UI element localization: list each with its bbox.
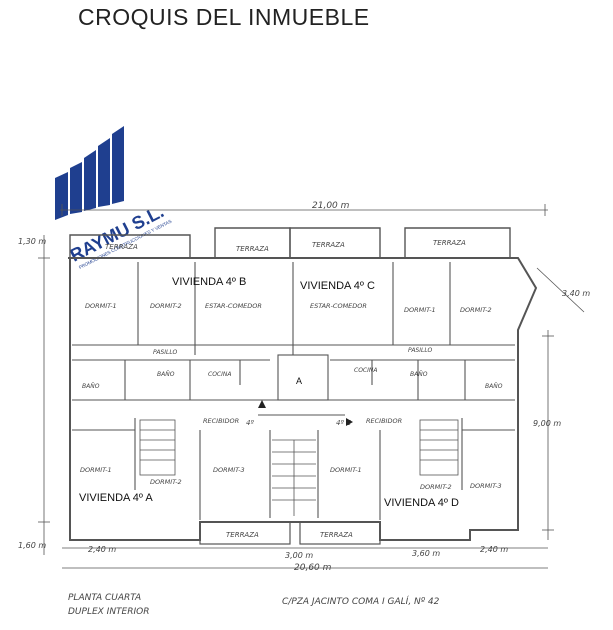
room-estar-c: ESTAR-COMEDOR [310, 302, 367, 310]
room-dormit2-c: DORMIT-2 [460, 306, 492, 314]
recibidor-c: RECIBIDOR [366, 417, 402, 425]
dim-diag: 3,40 m [562, 289, 590, 298]
note-planta: PLANTA CUARTA [68, 593, 141, 603]
bano-c-2: BAÑO [485, 383, 503, 390]
recibidor-b: RECIBIDOR [203, 417, 239, 425]
terraza-label-5: TERRAZA [226, 531, 259, 539]
unit-label-4b: VIVIENDA 4º B [172, 276, 246, 288]
room-dormit2-d: DORMIT-2 [420, 483, 452, 491]
dim-bottom-right: 2,40 m [480, 545, 508, 554]
room-dormit2-a: DORMIT-2 [150, 478, 182, 486]
pasillo-b: PASILLO [153, 349, 178, 356]
terraza-label-3: TERRAZA [312, 241, 345, 249]
ascensor-label: A [296, 376, 302, 386]
dim-bottom-mid: 3,00 m [285, 551, 313, 560]
terraza-label-1: TERRAZA [105, 243, 138, 251]
bano-b-1: BAÑO [82, 383, 100, 390]
room-dormit1-a: DORMIT-1 [80, 466, 112, 474]
note-duplex: DUPLEX INTERIOR [68, 607, 150, 617]
unit-label-4d: VIVIENDA 4º D [384, 497, 459, 509]
cocina-b: COCINA [208, 371, 231, 378]
door-4b: 4º [246, 419, 254, 427]
room-dormit1-c: DORMIT-1 [404, 306, 436, 314]
room-dormit2-b: DORMIT-2 [150, 302, 182, 310]
unit-label-4c: VIVIENDA 4º C [300, 280, 375, 292]
dim-bottom-mid-r: 3,60 m [412, 549, 440, 558]
unit-label-4a: VIVIENDA 4º A [79, 492, 153, 504]
dim-bottom-width: 20,60 m [294, 563, 332, 573]
dim-top-width: 21,00 m [312, 201, 350, 211]
dim-left-bottom: 1,60 m [18, 541, 46, 550]
page-title: CROQUIS DEL INMUEBLE [78, 4, 370, 30]
terraza-label-2: TERRAZA [236, 245, 269, 253]
room-estar-b: ESTAR-COMEDOR [205, 302, 262, 310]
bano-c-1: BAÑO [410, 371, 428, 378]
room-dormit1-d: DORMIT-1 [330, 466, 362, 474]
door-4c: 4º C [336, 419, 351, 427]
terraza-label-4: TERRAZA [433, 239, 466, 247]
dim-left-top: 1,30 m [18, 237, 46, 246]
cocina-c: COCINA [354, 367, 377, 374]
terraza-label-6: TERRAZA [320, 531, 353, 539]
room-dormit3-d: DORMIT-3 [470, 482, 502, 490]
dim-bottom-left: 2,40 m [88, 545, 116, 554]
note-address: C/PZA JACINTO COMA I GALÍ, Nº 42 [282, 595, 440, 607]
pasillo-c: PASILLO [408, 347, 433, 354]
bano-b-2: BAÑO [157, 371, 175, 378]
room-dormit3-a: DORMIT-3 [213, 466, 245, 474]
room-dormit1-b: DORMIT-1 [85, 302, 117, 310]
dim-right-side: 9,00 m [533, 419, 561, 428]
